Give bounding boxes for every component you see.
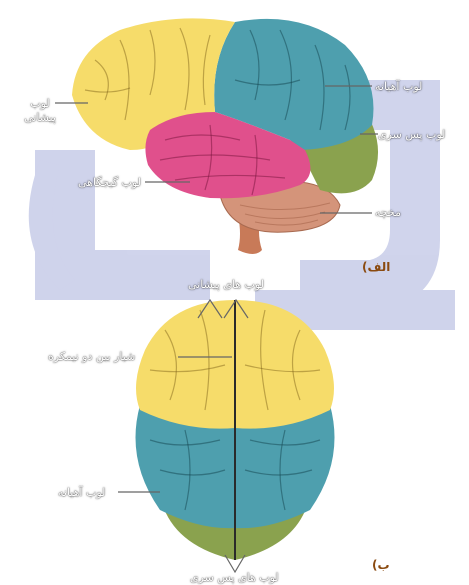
label-frontal-lobe: لوب پیشانی (20, 97, 60, 125)
panel-label-a: الف) (362, 260, 390, 274)
label-occipital-lobes: لوب های پس سری (190, 571, 279, 585)
label-parietal-lobe-top: لوب آهیانه (58, 486, 105, 500)
brain-top-view (136, 300, 335, 560)
label-parietal-lobe: لوب آهیانه (375, 80, 422, 94)
label-frontal-lobes: لوب های پیشانی (188, 278, 264, 292)
panel-label-b: ب) (372, 558, 390, 572)
label-cerebellum: مخچه (375, 206, 401, 220)
brain-lateral-view (72, 18, 378, 254)
label-occipital-lobe: لوب پس سری (378, 128, 445, 142)
label-longitudinal-fissure: شیار بین دو نیمکره (48, 350, 135, 364)
label-temporal-lobe: لوب گیجگاهی (78, 176, 141, 190)
